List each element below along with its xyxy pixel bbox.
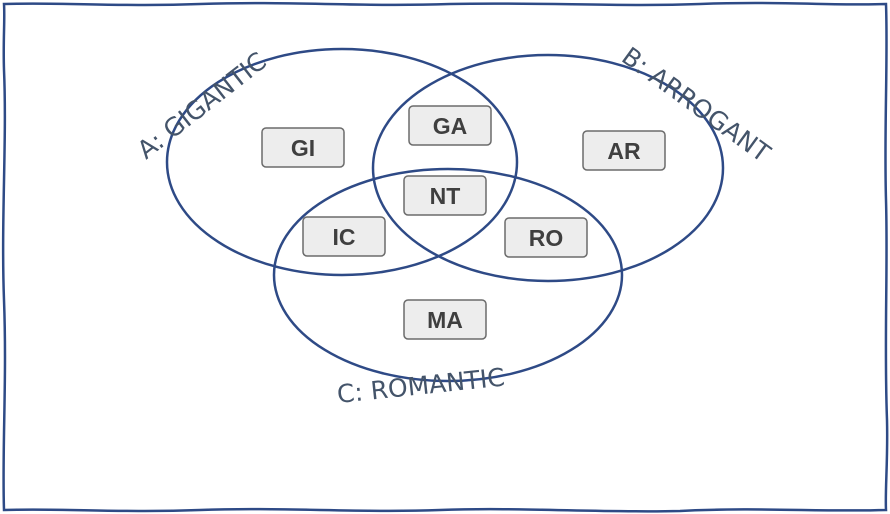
region-ma: MA bbox=[403, 299, 487, 340]
set-b-ellipse bbox=[371, 53, 725, 283]
region-ga-box bbox=[408, 105, 492, 146]
region-ga: GA bbox=[408, 105, 492, 146]
region-ma-label: MA bbox=[427, 307, 463, 333]
region-ar: AR bbox=[582, 130, 666, 171]
region-gi-label: GI bbox=[291, 135, 315, 161]
region-ar-label: AR bbox=[607, 138, 641, 164]
region-gi-box bbox=[261, 127, 345, 168]
region-nt-box bbox=[403, 175, 487, 216]
region-nt-label: NT bbox=[430, 183, 461, 209]
region-ic: IC bbox=[302, 216, 386, 257]
region-nt: NT bbox=[403, 175, 487, 216]
set-c-label: C: ROMANTIC bbox=[336, 363, 506, 409]
region-ro-box bbox=[504, 217, 588, 258]
region-ro-label: RO bbox=[529, 225, 564, 251]
set-a-ellipse bbox=[165, 47, 519, 277]
region-ic-box bbox=[302, 216, 386, 257]
region-ma-box bbox=[403, 299, 487, 340]
region-ga-label: GA bbox=[433, 113, 468, 139]
region-ar-box bbox=[582, 130, 666, 171]
set-c-ellipse bbox=[272, 167, 624, 383]
set-a-label: A: GIGANTIC bbox=[132, 46, 272, 164]
region-gi: GI bbox=[261, 127, 345, 168]
region-ic-label: IC bbox=[333, 224, 356, 250]
region-ro: RO bbox=[504, 217, 588, 258]
